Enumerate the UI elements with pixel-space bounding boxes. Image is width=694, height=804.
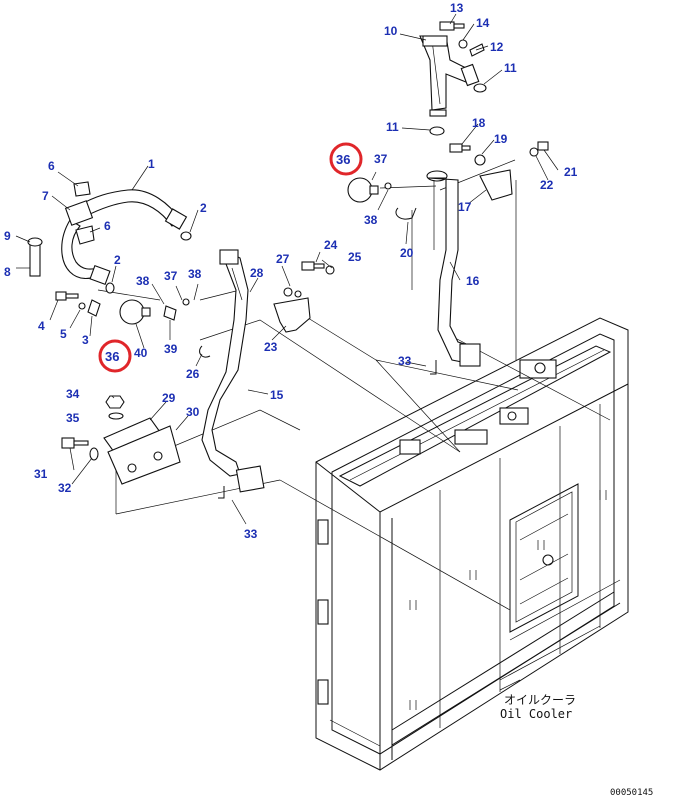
callout-14: 14: [476, 16, 490, 30]
callout-12: 12: [490, 40, 504, 54]
callout-36-lower: 36: [105, 349, 119, 364]
callout-6b: 6: [104, 219, 111, 233]
callout-37b: 37: [164, 269, 178, 283]
callout-10: 10: [384, 24, 398, 38]
callout-23: 23: [264, 340, 278, 354]
callout-19: 19: [494, 132, 508, 146]
drawing-number: 00050145: [610, 788, 653, 798]
callout-20: 20: [400, 246, 414, 260]
callout-24: 24: [324, 238, 338, 252]
leader-lines: [97, 159, 611, 611]
callout-numbers: 1 2 2 3 4 5 6 6 7 8 9 10 11 11 12 13 14 …: [4, 1, 578, 541]
callout-33: 33: [398, 354, 412, 368]
filler-cap-lower: [119, 298, 190, 325]
left-hose-assembly: [27, 181, 192, 317]
callout-32: 32: [58, 481, 72, 495]
callout-31: 31: [34, 467, 48, 481]
callout-15: 15: [270, 388, 284, 402]
oil-cooler-frame: [315, 317, 629, 771]
callout-2b: 2: [114, 253, 121, 267]
callout-11b: 11: [386, 120, 399, 134]
callout-17: 17: [458, 200, 472, 214]
callout-21: 21: [564, 165, 578, 179]
callout-26: 26: [186, 367, 200, 381]
callout-16: 16: [466, 274, 480, 288]
center-pipe-assembly: [199, 249, 335, 499]
callout-29: 29: [162, 391, 176, 405]
callout-37: 37: [374, 152, 388, 166]
highlight-circle-36-lower: [98, 339, 132, 373]
callout-28: 28: [250, 266, 264, 280]
callout-4: 4: [38, 319, 45, 333]
callout-2: 2: [200, 201, 207, 215]
oil-cooler-label-jp: オイルクーラ: [504, 693, 576, 707]
callout-30: 30: [186, 405, 200, 419]
callout-38b: 38: [136, 274, 150, 288]
callout-40: 40: [134, 346, 148, 360]
callout-39: 39: [164, 342, 178, 356]
callout-27: 27: [276, 252, 290, 266]
callout-22: 22: [540, 178, 554, 192]
callout-1: 1: [148, 157, 155, 171]
callout-9: 9: [4, 229, 11, 243]
callout-25: 25: [348, 250, 362, 264]
callout-5: 5: [60, 327, 67, 341]
callout-35: 35: [66, 411, 80, 425]
callout-8: 8: [4, 265, 11, 279]
right-pipe-assembly: [395, 141, 549, 375]
callout-34: 34: [66, 387, 80, 401]
plate-assembly: [61, 395, 181, 485]
callout-3: 3: [82, 333, 89, 347]
callout-13: 13: [450, 1, 464, 15]
callout-38: 38: [364, 213, 378, 227]
callout-33b: 33: [244, 527, 258, 541]
callout-leaders: [15, 13, 559, 525]
callout-18: 18: [472, 116, 486, 130]
callout-38c: 38: [188, 267, 202, 281]
callout-36-upper: 36: [336, 152, 350, 167]
filler-cap-upper: [347, 177, 392, 203]
highlight-circle-36-upper: [329, 142, 363, 176]
callout-11: 11: [504, 61, 517, 75]
callout-6: 6: [48, 159, 55, 173]
oil-cooler-label-en: Oil Cooler: [500, 707, 572, 721]
callout-7: 7: [42, 189, 49, 203]
